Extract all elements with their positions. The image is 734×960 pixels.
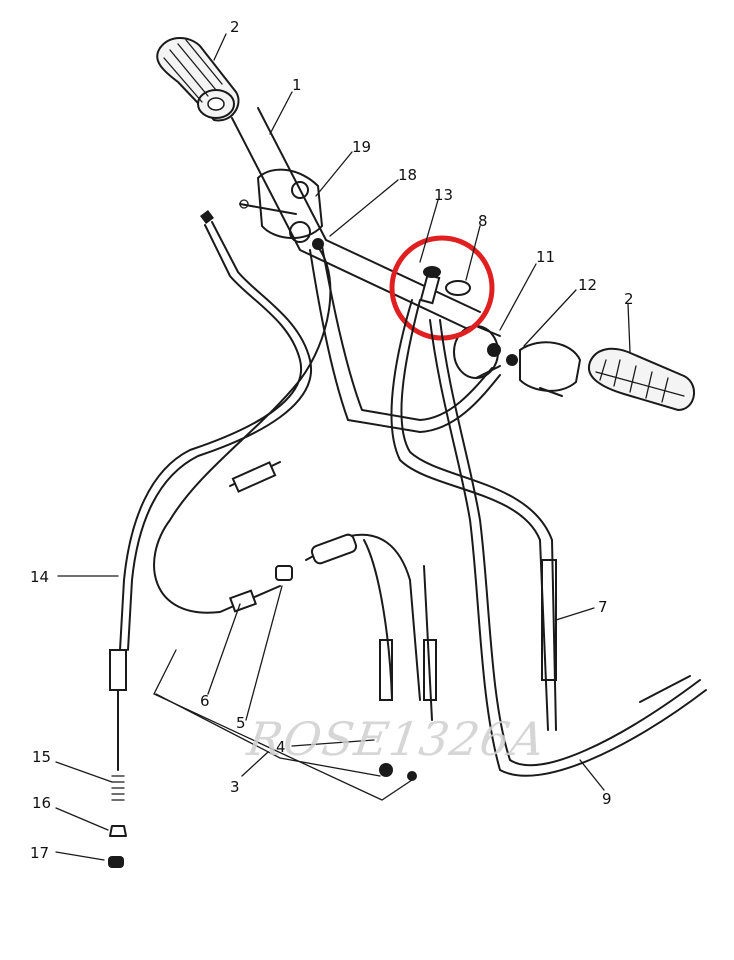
junction-cables [153,249,437,781]
left-grip [156,37,240,122]
part-label-15: 15 [32,748,52,766]
part-label-3: 3 [230,778,240,796]
part-label-6: 6 [200,692,210,710]
part-label-2-left: 2 [230,18,240,36]
part-label-14: 14 [30,568,50,586]
part-label-1: 1 [292,76,302,94]
part-label-2-right: 2 [624,290,634,308]
part-label-18: 18 [398,166,418,184]
highlight-circle [389,235,495,341]
part-label-4: 4 [276,738,286,756]
handlebar [231,107,501,433]
cable-adjuster [419,266,471,305]
cable-14 [108,210,313,868]
part-label-5: 5 [236,714,246,732]
part-label-7: 7 [598,598,608,616]
part-label-11: 11 [536,248,556,266]
right-grip [587,347,695,412]
throttle-housing [453,325,581,397]
part-label-9: 9 [602,790,612,808]
left-lever-bracket [239,168,324,250]
cable-9 [429,319,707,777]
part-label-12: 12 [578,276,598,294]
part-label-17: 17 [30,844,50,862]
part-label-13: 13 [434,186,454,204]
part-label-16: 16 [32,794,52,812]
leader-lines [55,33,631,861]
part-label-19: 19 [352,138,372,156]
part-label-8: 8 [478,212,488,230]
watermark: ROSE1326A [244,712,549,766]
